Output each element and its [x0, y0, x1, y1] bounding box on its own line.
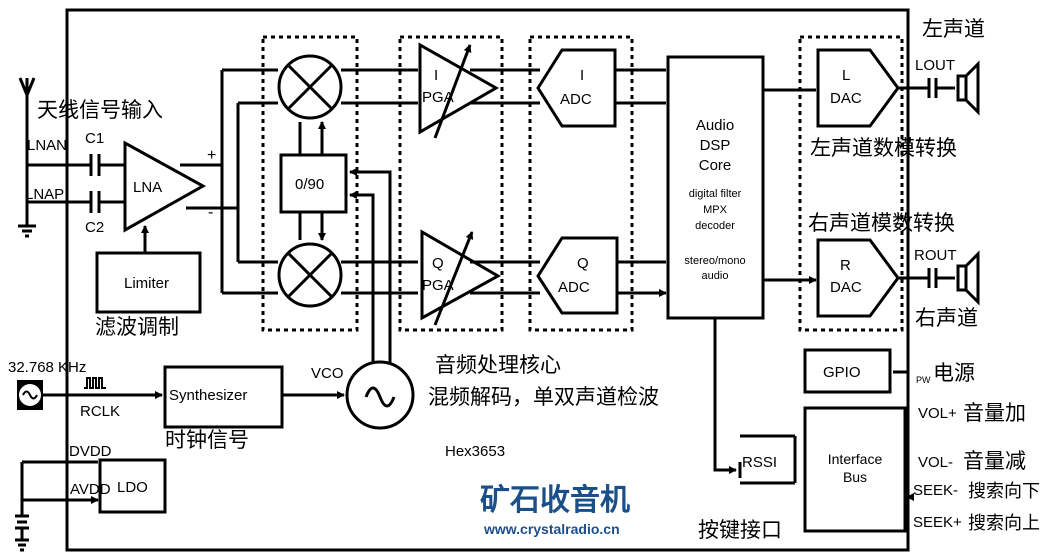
limiter-label: Limiter [124, 275, 169, 292]
vco-oscillator-icon [345, 360, 415, 430]
capacitor-c2-icon [89, 191, 101, 213]
label-xtal-frequency: 32.768 KHz [8, 359, 86, 376]
label-antenna-input: 天线信号输入 [37, 98, 163, 122]
pin-lnan: LNAN [27, 137, 67, 154]
mixer-i-icon [277, 54, 343, 120]
capacitor-c1-icon [89, 154, 101, 176]
pin-dvdd: DVDD [69, 443, 112, 460]
watermark-url: www.crystalradio.cn [483, 521, 620, 537]
gpio-block [803, 348, 892, 394]
lna-plus: + [207, 147, 216, 164]
i-pga-label-2: PGA [422, 89, 454, 106]
dsp-label-3: Core [699, 157, 732, 174]
label-right-dac: 右声道模数转换 [808, 211, 955, 235]
i-pga-amplifier [418, 42, 500, 135]
speaker-left-icon [956, 60, 980, 116]
bus-label-1: Interface [828, 451, 883, 467]
label-c2: C2 [85, 219, 104, 236]
speaker-right-icon [956, 250, 980, 306]
r-dac-label-1: R [840, 257, 851, 274]
lna-minus: - [208, 204, 213, 221]
ground-icon [18, 202, 36, 238]
label-seek-up: 搜索向上 [968, 513, 1040, 534]
pin-lout: LOUT [915, 57, 955, 74]
pin-rout: ROUT [914, 247, 957, 264]
q-adc-block [536, 236, 619, 315]
clock-pulse-icon [84, 377, 106, 389]
chip-outline [65, 8, 910, 552]
phase-shifter-label: 0/90 [295, 176, 324, 193]
i-adc-label-1: I [580, 67, 584, 84]
synthesizer-label: Synthesizer [169, 387, 247, 404]
label-c1: C1 [85, 130, 104, 147]
r-dac-label-2: DAC [830, 279, 862, 296]
synthesizer-block [163, 365, 284, 429]
i-pga-label-1: I [434, 67, 438, 84]
audio-dsp-core-block [666, 55, 765, 320]
i-adc-label-2: ADC [560, 91, 592, 108]
pin-vol-plus: VOL+ [918, 405, 957, 422]
pin-rclk: RCLK [80, 403, 120, 420]
label-seek-down: 搜索向下 [968, 481, 1040, 502]
l-dac-label-2: DAC [830, 90, 862, 107]
ldo-block [98, 458, 167, 514]
dsp-sub2-2: audio [702, 270, 729, 282]
label-power: 电源 [933, 361, 975, 385]
adc-group [528, 35, 634, 332]
r-dac-block [816, 238, 900, 318]
pin-seek-minus: SEEK- [913, 482, 958, 499]
gpio-label: GPIO [823, 364, 861, 381]
label-filter: 滤波调制 [95, 315, 179, 339]
label-clock-signal: 时钟信号 [165, 428, 249, 452]
pga-group [398, 35, 504, 332]
limiter-block [95, 251, 202, 314]
q-pga-label-1: Q [432, 255, 444, 272]
pin-avdd: AVDD [70, 481, 111, 498]
q-adc-label-2: ADC [558, 279, 590, 296]
label-audio-core: 音频处理核心 [435, 353, 561, 377]
q-pga-label-2: PGA [422, 277, 454, 294]
vco-label: VCO [311, 365, 344, 382]
label-key-interface: 按键接口 [698, 518, 782, 542]
dsp-sub-3: decoder [695, 220, 735, 232]
interface-bus-block [803, 406, 907, 533]
mixer-group [261, 35, 359, 332]
ldo-label: LDO [117, 479, 148, 496]
crystal-oscillator-icon [17, 380, 43, 410]
label-left-channel: 左声道 [922, 17, 985, 41]
pin-seek-plus: SEEK+ [913, 514, 962, 531]
q-pga-amplifier [420, 229, 502, 321]
dsp-sub-2: MPX [703, 204, 728, 216]
pin-lnap: LNAP [25, 186, 64, 203]
bus-label-2: Bus [843, 469, 867, 485]
label-audio-core-desc: 混频解码，单双声道检波 [428, 385, 659, 409]
dsp-label-1: Audio [696, 117, 734, 134]
dsp-sub-1: digital filter [689, 188, 742, 200]
lna-amplifier [123, 140, 207, 233]
label-left-dac: 左声道数模转换 [810, 136, 957, 160]
label-volume-up: 音量加 [963, 401, 1026, 425]
antenna-icon [18, 77, 36, 202]
pin-vol-minus: VOL- [918, 454, 953, 471]
q-adc-label-1: Q [577, 255, 589, 272]
i-adc-block [536, 48, 617, 128]
lna-label: LNA [133, 179, 162, 196]
l-dac-block [816, 48, 900, 128]
dsp-label-2: DSP [700, 137, 731, 154]
label-volume-down: 音量减 [963, 449, 1026, 473]
rssi-label: RSSI [742, 454, 777, 471]
pin-pw: PW [916, 375, 931, 385]
dac-group [798, 35, 904, 332]
chip-name: Hex3653 [445, 443, 505, 460]
dsp-sub2-1: stereo/mono [684, 255, 745, 267]
mixer-q-icon [277, 242, 343, 308]
phase-shifter-block [279, 153, 348, 214]
l-dac-label-1: L [842, 67, 850, 84]
label-right-channel: 右声道 [915, 306, 978, 330]
battery-icon [15, 514, 29, 552]
watermark-title: 矿石收音机 [480, 483, 630, 518]
